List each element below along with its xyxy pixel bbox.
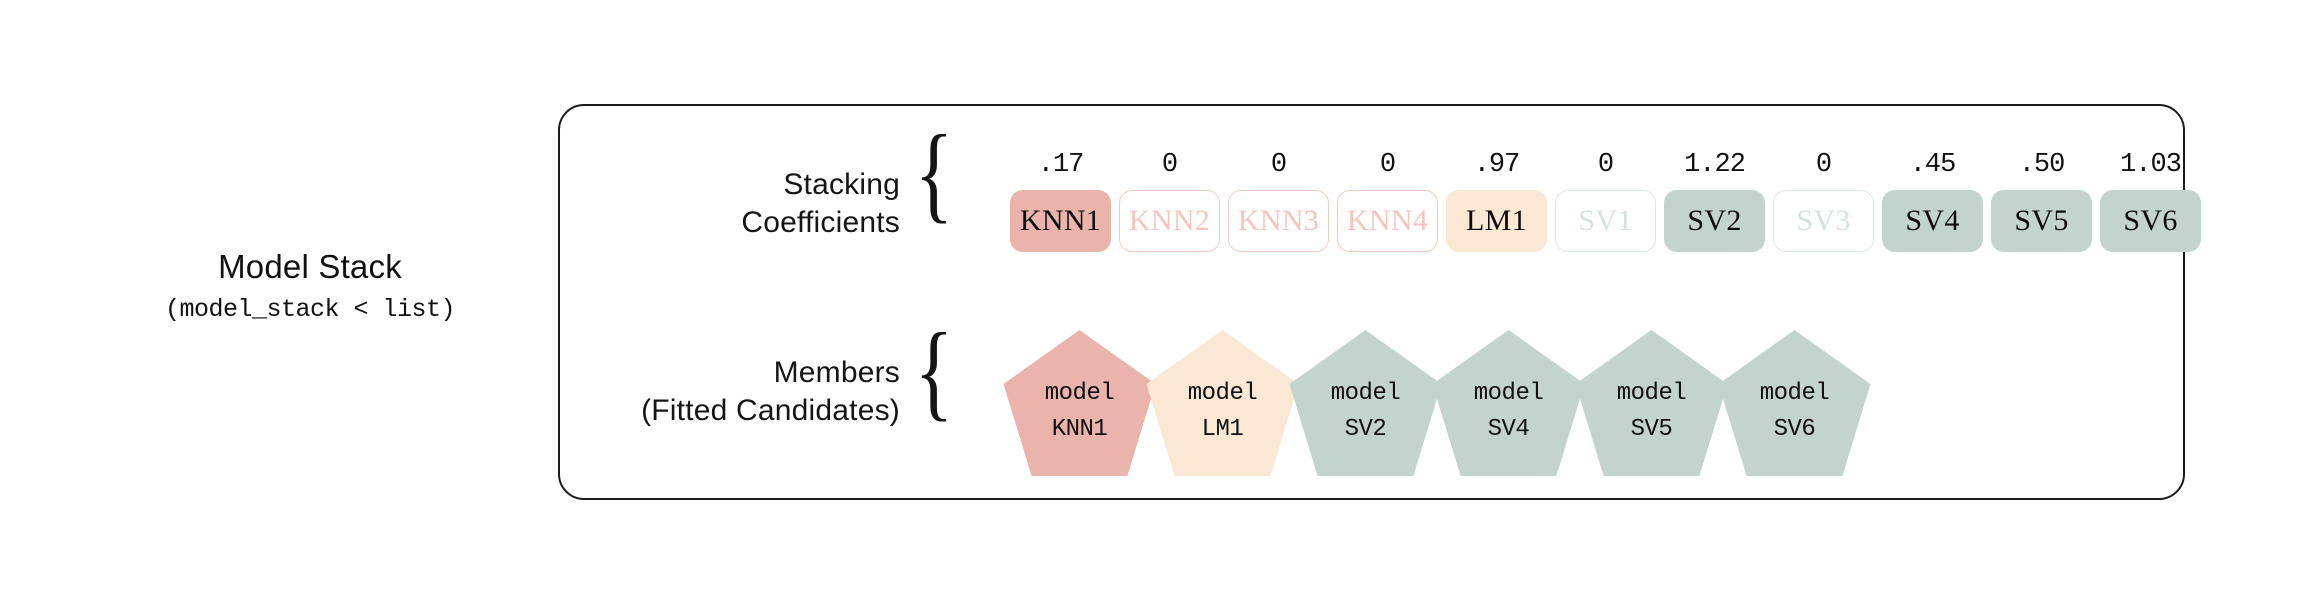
coefficient-value: 0 xyxy=(1270,150,1287,180)
model-stack-type-annotation: (model_stack < list) xyxy=(164,294,456,324)
stacking-coefficients-label-line2: Coefficients xyxy=(741,206,900,240)
model-box-knn4[interactable]: KNN4 xyxy=(1337,190,1438,252)
member-label-line1: model xyxy=(1330,380,1401,407)
model-stack-caption: Model Stack (model_stack < list) xyxy=(100,248,520,325)
member-label-line2: SV6 xyxy=(1773,416,1816,443)
model-box-sv2[interactable]: SV2 xyxy=(1664,190,1765,252)
member-label-line1: model xyxy=(1187,380,1258,407)
member-label-line2: SV4 xyxy=(1487,416,1530,443)
model-box-sv4[interactable]: SV4 xyxy=(1882,190,1983,252)
members-label: Members (Fitted Candidates) xyxy=(520,354,900,431)
coefficient-value: 0 xyxy=(1379,150,1396,180)
model-box-knn3[interactable]: KNN3 xyxy=(1228,190,1329,252)
stacking-coefficients-label: Stacking Coefficients xyxy=(560,166,900,243)
coefficient-value: .17 xyxy=(1037,150,1085,180)
coefficient-value: 0 xyxy=(1161,150,1178,180)
curly-brace-icon-members: { xyxy=(914,312,954,431)
stacking-coefficients-label-line1: Stacking xyxy=(783,168,900,201)
model-box-lm1[interactable]: LM1 xyxy=(1446,190,1547,252)
member-label-line2: SV2 xyxy=(1344,416,1387,443)
coefficient-value: 1.03 xyxy=(2120,150,2182,180)
member-label-line2: LM1 xyxy=(1201,416,1244,443)
coefficient-value: 1.22 xyxy=(1684,150,1746,180)
members-label-line1: Members xyxy=(773,356,900,389)
model-box-knn2[interactable]: KNN2 xyxy=(1119,190,1220,252)
model-box-sv3[interactable]: SV3 xyxy=(1773,190,1874,252)
member-label-line1: model xyxy=(1044,380,1115,407)
coefficient-value: .45 xyxy=(1909,150,1957,180)
model-box-sv1[interactable]: SV1 xyxy=(1555,190,1656,252)
member-label-line2: SV5 xyxy=(1630,416,1673,443)
member-label-line1: model xyxy=(1473,380,1544,407)
page-title: Model Stack xyxy=(218,248,402,285)
model-box-knn1[interactable]: KNN1 xyxy=(1010,190,1111,252)
coefficient-value: 0 xyxy=(1597,150,1614,180)
model-stack-container xyxy=(558,104,2185,500)
member-label-line1: model xyxy=(1759,380,1830,407)
coefficient-value: .50 xyxy=(2018,150,2066,180)
coefficient-value: .97 xyxy=(1473,150,1521,180)
curly-brace-icon-coefficients: { xyxy=(914,114,954,233)
model-box-sv6[interactable]: SV6 xyxy=(2100,190,2201,252)
coefficient-value: 0 xyxy=(1815,150,1832,180)
model-box-sv5[interactable]: SV5 xyxy=(1991,190,2092,252)
member-label-line1: model xyxy=(1616,380,1687,407)
members-label-line2: (Fitted Candidates) xyxy=(641,394,900,428)
member-label-line2: KNN1 xyxy=(1051,416,1108,443)
